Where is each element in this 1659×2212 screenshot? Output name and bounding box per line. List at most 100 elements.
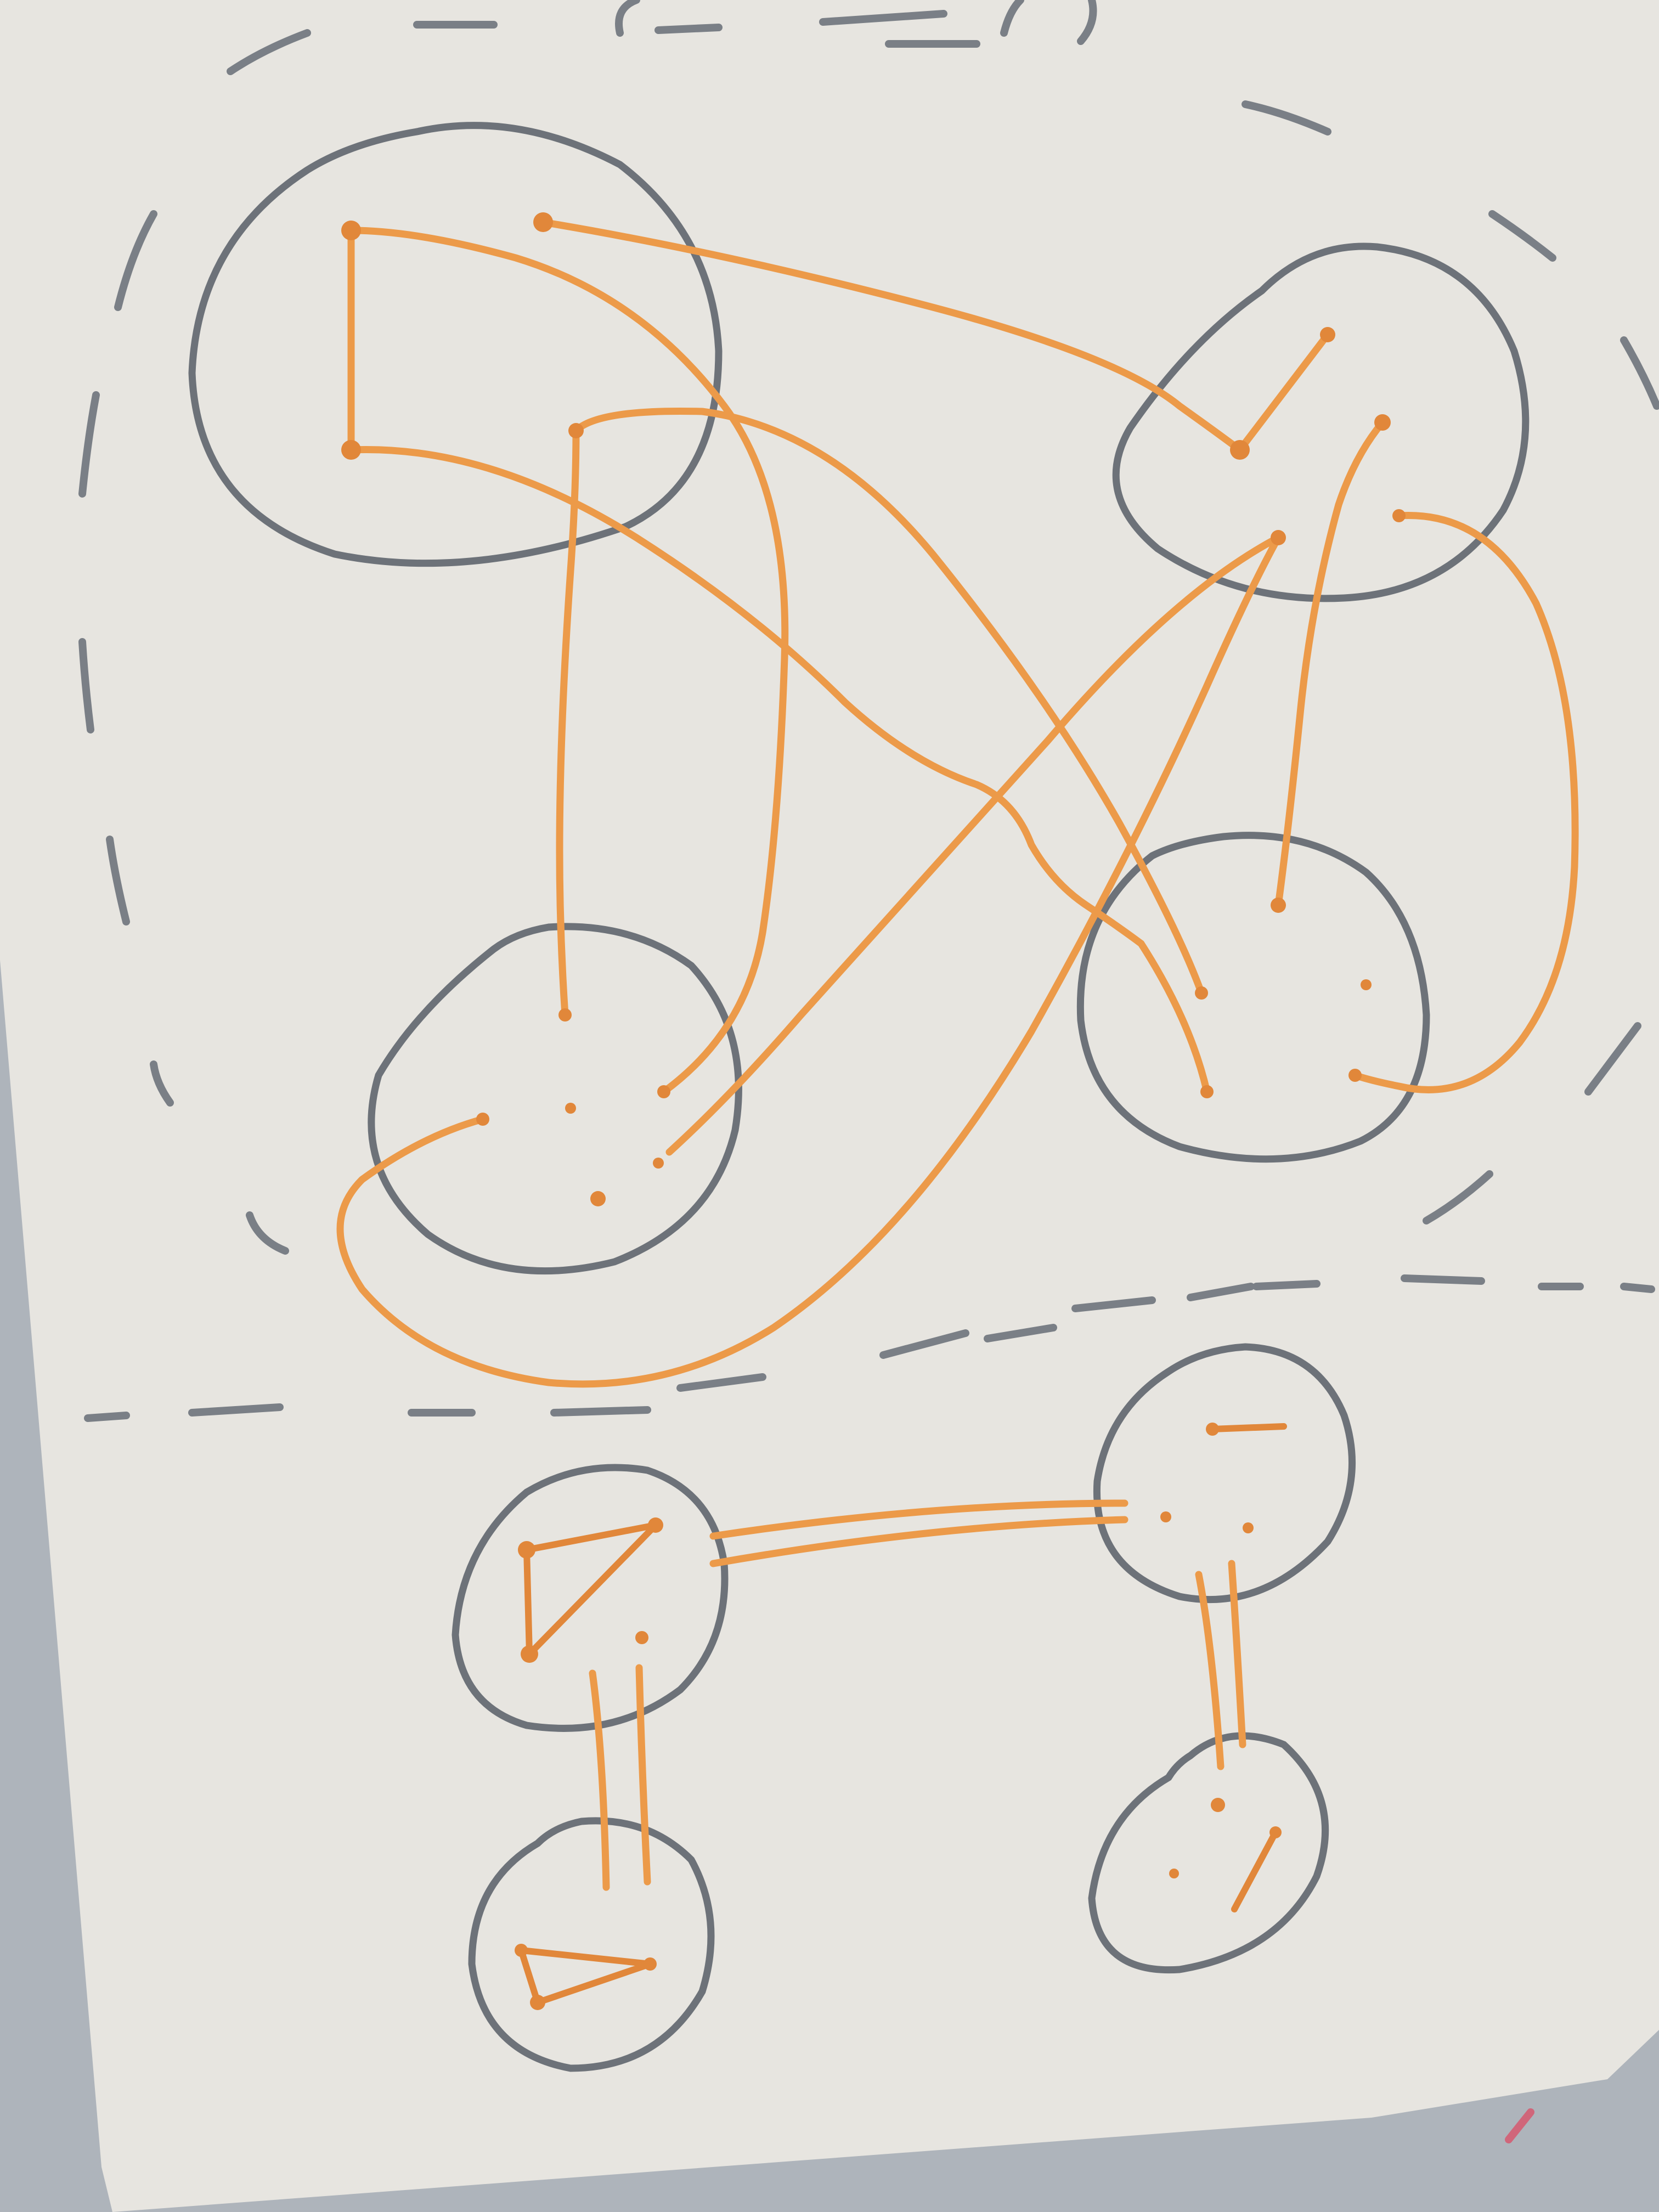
header-stroke: [1000, 0, 1024, 37]
node-c3: [476, 1113, 489, 1126]
cluster-b: [1112, 242, 1530, 602]
boundary-dash: [246, 1211, 289, 1255]
boundary-dash: [78, 391, 100, 498]
node-a2: [533, 212, 553, 232]
separator-dash: [676, 1373, 766, 1392]
edge-b2-d3: [1274, 419, 1386, 909]
boundary-dash: [1242, 100, 1331, 136]
header-stroke: [654, 24, 723, 34]
edge-b4-d4: [1351, 511, 1579, 1093]
edge-a3-d1: [347, 445, 1211, 1096]
header-stroke: [1077, 0, 1097, 45]
edge-f-inner: [1209, 1423, 1287, 1432]
double-edge-e-g-2: [635, 1664, 651, 1886]
cluster-d: [1076, 832, 1430, 1163]
edge-b1-b5: [1236, 331, 1331, 454]
edge-b3-c3: [336, 534, 1282, 1388]
boundary-dash: [1488, 210, 1556, 262]
cluster-a: [188, 122, 723, 567]
node-f2: [1160, 1511, 1171, 1522]
node-a1: [341, 221, 361, 240]
cluster-g: [468, 1817, 715, 2072]
node-e3: [521, 1645, 538, 1663]
boundary-dash: [106, 836, 130, 926]
double-edge-e-g-1: [589, 1669, 610, 1891]
node-e1: [518, 1541, 535, 1559]
cluster-e: [452, 1464, 729, 1732]
node-b5: [1320, 327, 1335, 342]
separator-dash: [550, 1406, 651, 1417]
header-stroke: [615, 0, 640, 37]
edge-a1-d: [347, 227, 789, 1096]
edge-a4-d2: [572, 407, 1205, 997]
node-d1: [1200, 1085, 1214, 1098]
triangle-e: [523, 1522, 659, 1657]
separator-dash: [1252, 1280, 1321, 1290]
bottom-nodes: [515, 1423, 1282, 2010]
separator-dash: [188, 1403, 284, 1417]
bottom-inner-edges: [518, 1423, 1287, 2006]
separator-dash: [879, 1329, 969, 1359]
node-e2: [648, 1517, 663, 1533]
separator-dash: [84, 1412, 130, 1422]
node-c5: [590, 1191, 606, 1206]
separator-dash: [1071, 1296, 1156, 1312]
top-dashed-boundary: [78, 100, 1659, 1255]
separator-dash: [1187, 1283, 1255, 1301]
node-c4: [565, 1103, 576, 1114]
node-g3: [530, 1995, 545, 2010]
separator-dash: [984, 1324, 1057, 1342]
boundary-dash: [1620, 336, 1659, 410]
node-h1: [1211, 1798, 1225, 1812]
double-edge-e-f-2: [709, 1516, 1128, 1567]
header-stroke: [227, 29, 311, 75]
node-d5: [1361, 979, 1372, 990]
separator-dash: [1620, 1283, 1655, 1293]
node-f3: [1243, 1522, 1254, 1533]
node-f1: [1206, 1423, 1219, 1436]
node-d3: [1271, 898, 1286, 913]
double-edge-e-f-1: [709, 1499, 1128, 1540]
cluster-f: [1093, 1343, 1356, 1604]
top-clusters: [188, 122, 1530, 1275]
edge-a2-b1: [539, 218, 1244, 454]
triangle-g: [518, 1947, 653, 2006]
node-a4: [568, 423, 584, 438]
bottom-clusters: [452, 1343, 1356, 2072]
node-b3: [1271, 530, 1286, 545]
node-h2: [1169, 1869, 1179, 1878]
edge-h-inner: [1231, 1829, 1279, 1912]
node-c1: [558, 1008, 572, 1022]
boundary-dash: [1584, 1022, 1641, 1096]
node-g2: [644, 1957, 657, 1971]
edge-a4-c1: [556, 427, 580, 1019]
edge-b3-c2: [665, 534, 1282, 1156]
boundary-dash: [78, 638, 94, 733]
header-stroke: [819, 10, 947, 26]
separator-dash: [1401, 1274, 1485, 1285]
header-scribble: [227, 0, 1097, 75]
node-a3: [341, 440, 361, 460]
node-d2: [1195, 986, 1208, 1000]
node-c2: [657, 1085, 670, 1098]
top-edges: [336, 218, 1579, 1388]
double-edge-f-h-1: [1195, 1571, 1224, 1770]
node-b4: [1392, 509, 1406, 522]
node-g1: [515, 1944, 528, 1957]
boundary-dash: [114, 210, 157, 311]
double-edge-f-h-2: [1228, 1560, 1246, 1748]
node-b1: [1230, 440, 1250, 460]
stray-mark: [1505, 2108, 1534, 2143]
boundary-dash: [150, 1060, 174, 1107]
bottom-double-edges: [589, 1499, 1246, 1891]
node-b2: [1374, 414, 1391, 431]
node-d4: [1348, 1069, 1362, 1082]
cluster-c: [368, 923, 742, 1275]
node-e4: [635, 1631, 648, 1644]
top-nodes: [341, 212, 1406, 1206]
node-h3: [1269, 1826, 1282, 1838]
cluster-h: [1088, 1732, 1329, 1974]
boundary-dash: [1423, 1170, 1493, 1224]
